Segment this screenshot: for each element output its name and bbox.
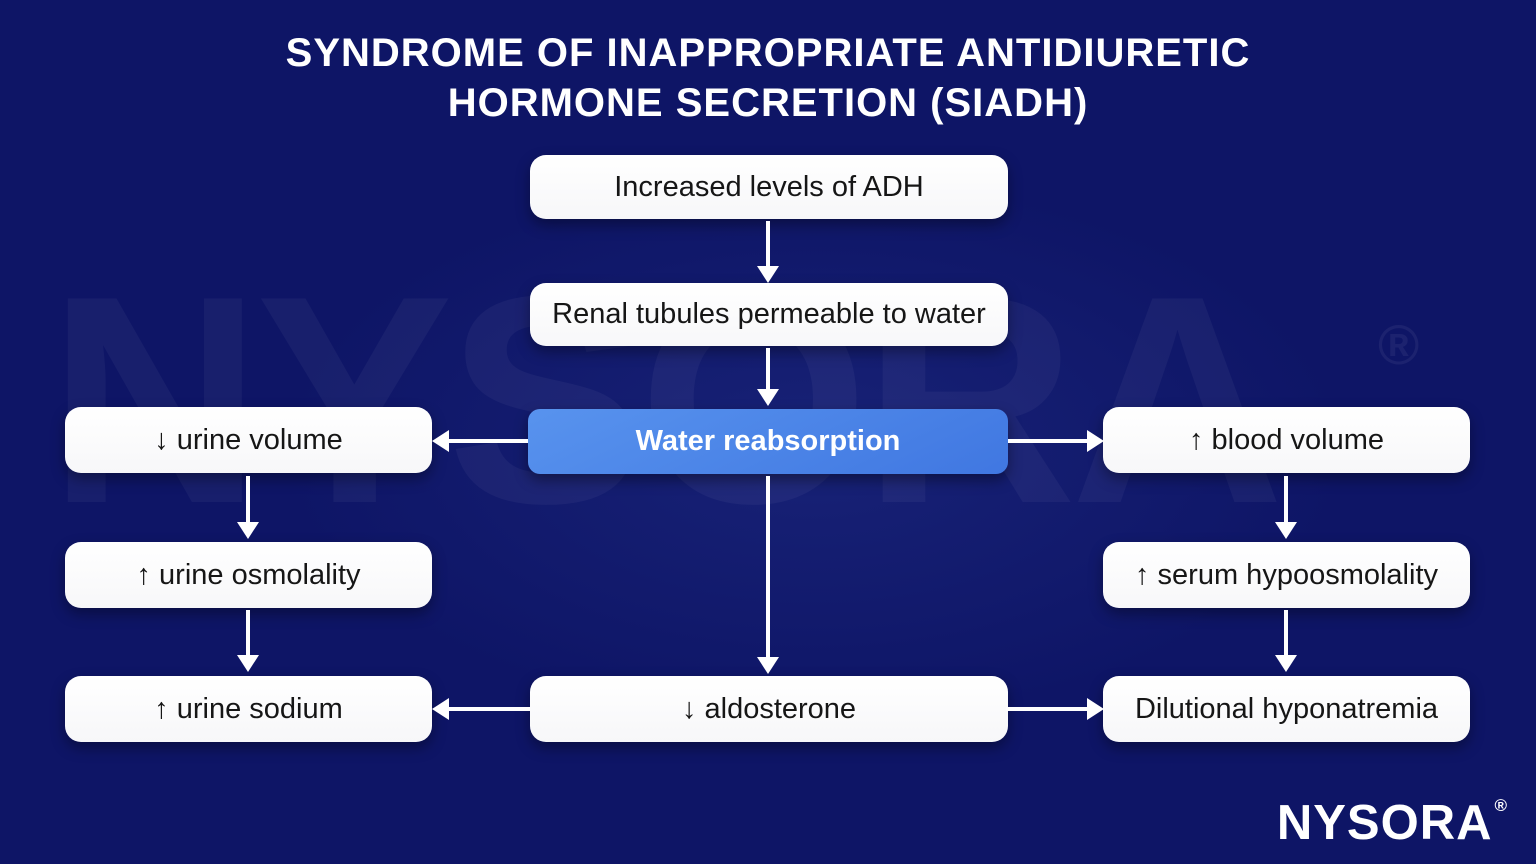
arrow-shaft — [766, 348, 770, 390]
arrow-shaft — [448, 439, 528, 443]
arrowhead-down-icon — [237, 522, 259, 539]
node-increased-urine-sodium: ↑ urine sodium — [65, 676, 432, 742]
arrow-shaft — [1006, 707, 1088, 711]
arrowhead-right-icon — [1087, 430, 1104, 452]
node-label: ↑ urine osmolality — [136, 558, 361, 591]
arrowhead-down-icon — [1275, 522, 1297, 539]
node-label: ↑ serum hypoosmolality — [1135, 558, 1438, 591]
nysora-logo-text: NYSORA — [1276, 796, 1493, 850]
arrow-shaft — [1284, 476, 1288, 523]
node-label: ↑ blood volume — [1188, 423, 1385, 456]
arrow-shaft — [246, 476, 250, 523]
page-title-line2: HORMONE SECRETION (SIADH) — [447, 81, 1089, 125]
node-label: Dilutional hyponatremia — [1134, 692, 1439, 725]
node-renal-tubules-permeable: Renal tubules permeable to water — [530, 283, 1008, 346]
node-water-reabsorption: Water reabsorption — [528, 409, 1008, 474]
arrowhead-down-icon — [757, 389, 779, 406]
arrowhead-down-icon — [1275, 655, 1297, 672]
arrow-shaft — [246, 610, 250, 656]
arrowhead-down-icon — [757, 657, 779, 674]
node-dilutional-hyponatremia: Dilutional hyponatremia — [1103, 676, 1470, 742]
arrowhead-down-icon — [757, 266, 779, 283]
arrow-shaft — [1008, 439, 1088, 443]
page-title-line1: SYNDROME OF INAPPROPRIATE ANTIDIURETIC — [285, 31, 1251, 75]
arrowhead-left-icon — [432, 698, 449, 720]
arrowhead-down-icon — [237, 655, 259, 672]
node-label: ↓ urine volume — [154, 423, 343, 456]
node-increased-urine-osmolality: ↑ urine osmolality — [65, 542, 432, 608]
arrow-shaft — [1284, 610, 1288, 656]
node-increased-levels-of-adh: Increased levels of ADH — [530, 155, 1008, 219]
node-decreased-urine-volume: ↓ urine volume — [65, 407, 432, 473]
node-label: Water reabsorption — [635, 425, 901, 457]
node-decreased-aldosterone: ↓ aldosterone — [530, 676, 1008, 742]
arrowhead-right-icon — [1087, 698, 1104, 720]
page-title: SYNDROME OF INAPPROPRIATE ANTIDIURETIC H… — [0, 28, 1536, 128]
arrowhead-left-icon — [432, 430, 449, 452]
node-increased-blood-volume: ↑ blood volume — [1103, 407, 1470, 473]
node-label: Increased levels of ADH — [614, 170, 924, 203]
arrow-shaft — [766, 221, 770, 267]
node-label: Renal tubules permeable to water — [552, 298, 986, 330]
node-label: ↑ urine sodium — [154, 692, 343, 725]
nysora-logo: NYSORA® — [1276, 796, 1508, 850]
arrow-shaft — [448, 707, 530, 711]
node-label: ↓ aldosterone — [681, 692, 857, 725]
nysora-watermark-registered-mark: ® — [1378, 313, 1420, 376]
arrow-shaft — [766, 476, 770, 658]
node-increased-serum-hypoosmolality: ↑ serum hypoosmolality — [1103, 542, 1470, 608]
nysora-logo-registered-mark: ® — [1494, 796, 1508, 815]
